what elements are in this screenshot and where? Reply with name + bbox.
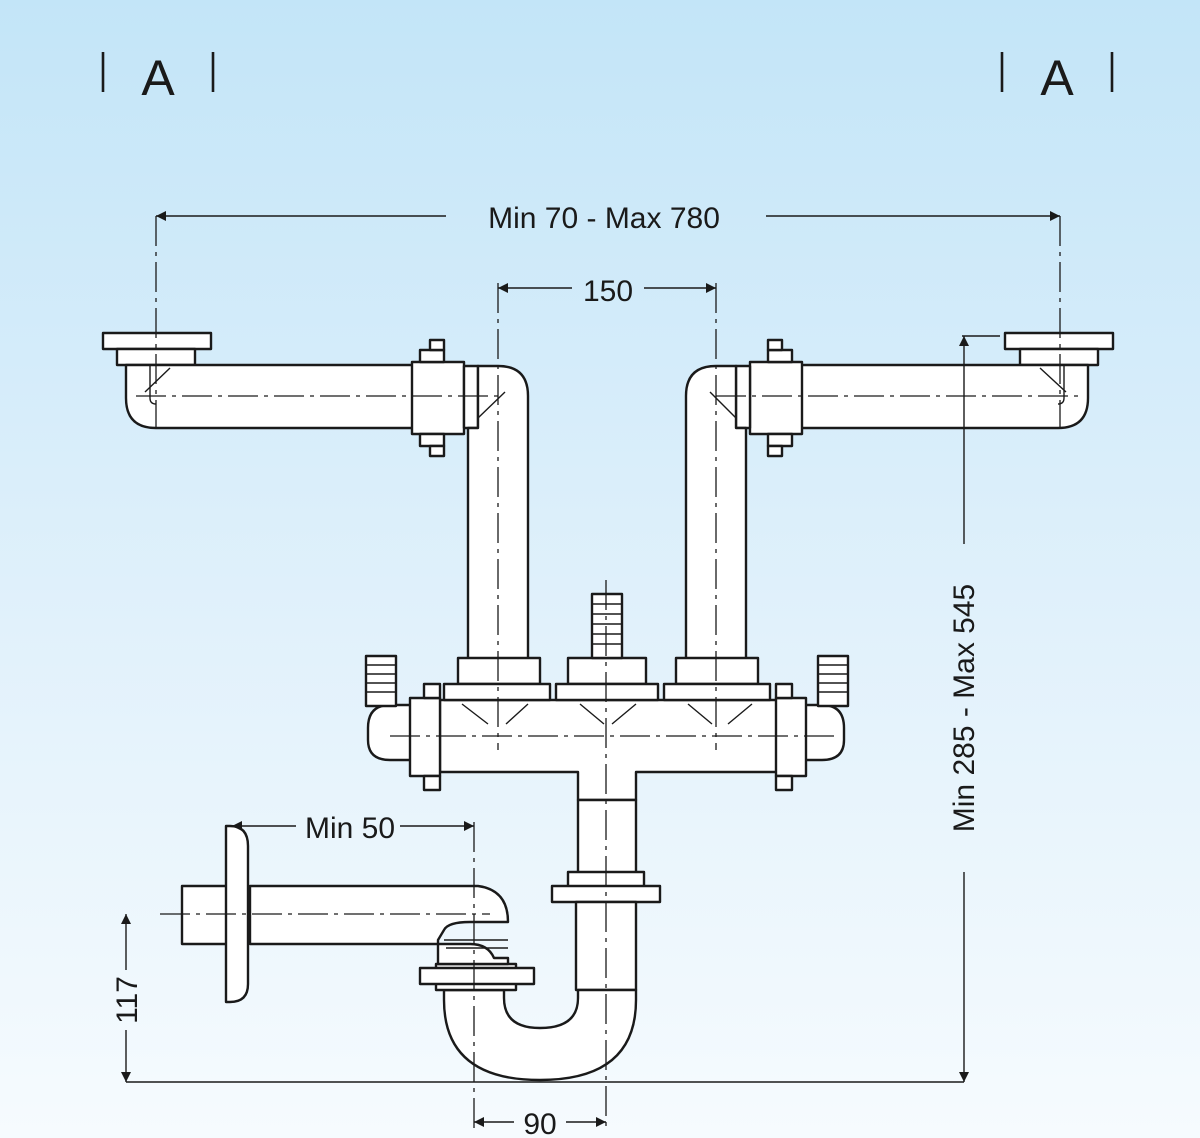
left-arm-nut bbox=[410, 338, 480, 458]
section-mark-left-label: A bbox=[141, 50, 175, 106]
manifold-left-nut bbox=[408, 682, 442, 792]
center-lines bbox=[136, 216, 1078, 1128]
wall-offset-label: Min 50 bbox=[305, 812, 395, 845]
center-spacing-label: 150 bbox=[583, 275, 633, 308]
center-spacing-dimension: 150 bbox=[498, 275, 716, 308]
overall-height-dimension: Min 285 - Max 545 bbox=[948, 335, 1000, 1082]
right-basin-outlet bbox=[1003, 331, 1115, 367]
trap-outlet-nut bbox=[418, 962, 536, 992]
trap-u-bend bbox=[442, 988, 638, 1082]
overall-width-dimension: Min 70 - Max 780 bbox=[156, 202, 1060, 235]
overall-width-label: Min 70 - Max 780 bbox=[488, 202, 720, 235]
right-arm-nut bbox=[734, 338, 804, 458]
overall-height-label: Min 285 - Max 545 bbox=[948, 584, 981, 832]
manifold-right-nut bbox=[774, 682, 808, 792]
manifold-center-collar bbox=[554, 656, 660, 702]
outlet-height-label: 117 bbox=[111, 976, 144, 1024]
center-hose-connector bbox=[590, 592, 624, 660]
right-hose-connector bbox=[798, 654, 850, 762]
wall-offset-dimension: Min 50 bbox=[232, 812, 474, 845]
left-basin-outlet bbox=[101, 331, 213, 367]
section-mark-right: A bbox=[1000, 50, 1114, 106]
section-mark-left: A bbox=[101, 50, 215, 106]
outlet-height-dimension: 117 bbox=[111, 914, 144, 1082]
manifold-right-collar bbox=[662, 656, 772, 702]
trap-offset-dimension: 90 bbox=[474, 1108, 606, 1138]
section-mark-right-label: A bbox=[1040, 50, 1074, 106]
trap-offset-label: 90 bbox=[523, 1108, 556, 1138]
left-hose-connector bbox=[364, 654, 414, 762]
outlet-elbow bbox=[248, 884, 510, 966]
right-horizontal-arm bbox=[798, 363, 1090, 430]
manifold-downpipe bbox=[576, 798, 638, 876]
manifold-left-collar bbox=[442, 656, 552, 702]
manifold-body bbox=[438, 698, 780, 802]
